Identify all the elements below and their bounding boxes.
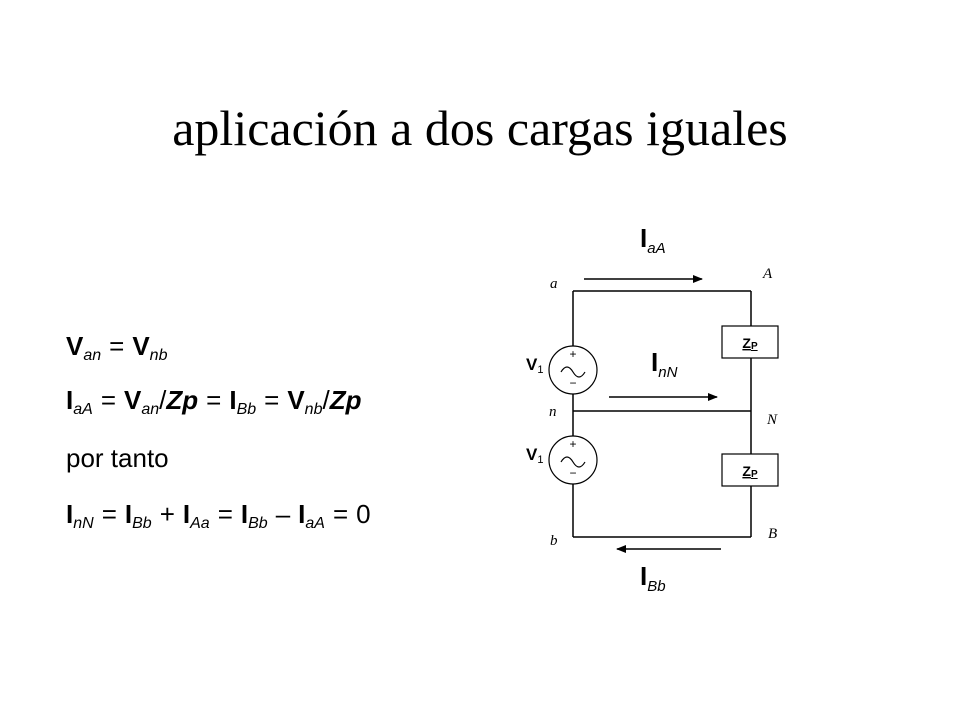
source-label-top: V1	[526, 355, 543, 376]
eq-symbol: I	[240, 499, 249, 529]
eq-symbol: I	[66, 385, 74, 415]
current-label-nN: InN	[651, 347, 678, 381]
eq-number: 0	[356, 499, 371, 529]
load-label: ZP	[742, 335, 758, 352]
node-label-A: A	[762, 266, 773, 282]
load-bottom: ZP	[721, 453, 779, 487]
current-label-Bb: IBb	[640, 561, 666, 595]
eq-subscript: Bb	[236, 401, 257, 418]
eq-subscript: Aa	[190, 515, 210, 532]
eq-operator: –	[275, 499, 291, 529]
voltage-source-bottom: + −	[548, 435, 598, 485]
equation-currents: IaA=Van/Zp=IBb=Vnb/Zp	[66, 380, 361, 420]
node-labels: a A n N b B	[549, 266, 778, 549]
node-label-B: B	[768, 526, 777, 542]
eq-subscript: Bb	[132, 515, 152, 532]
load-top: ZP	[721, 325, 779, 359]
ac-wave-icon	[560, 456, 586, 468]
eq-symbol: V	[287, 385, 305, 415]
eq-symbol: V	[66, 331, 84, 361]
slide-title: aplicación a dos cargas iguales	[172, 100, 788, 156]
voltage-source-top: + −	[548, 345, 598, 395]
source-plus: +	[569, 347, 576, 361]
source-minus: −	[569, 376, 576, 390]
eq-operator: =	[100, 385, 116, 415]
node-label-n: n	[549, 404, 557, 420]
load-label: ZP	[742, 463, 758, 480]
equation-por-tanto: por tanto	[66, 443, 169, 473]
equation-van-vnb: Van=Vnb	[66, 326, 167, 366]
eq-symbol: I	[298, 499, 306, 529]
eq-subscript: an	[141, 401, 160, 418]
eq-operator: /	[322, 385, 330, 415]
eq-symbol: I	[182, 499, 191, 529]
eq-symbol: Zp	[166, 385, 199, 415]
eq-subscript: nb	[149, 347, 168, 364]
node-label-N: N	[766, 412, 778, 428]
eq-operator: =	[332, 499, 349, 529]
source-circle	[548, 345, 598, 395]
eq-subscript: aA	[73, 401, 93, 418]
circuit-wires	[572, 290, 752, 538]
eq-symbol: I	[66, 499, 74, 529]
eq-subscript: Bb	[248, 515, 268, 532]
eq-symbol: I	[229, 385, 237, 415]
eq-operator: =	[101, 499, 117, 529]
eq-operator: =	[217, 499, 233, 529]
eq-symbol: V	[124, 385, 142, 415]
source-circle	[548, 435, 598, 485]
current-label-aA: IaA	[640, 223, 666, 257]
eq-operator: /	[159, 385, 167, 415]
eq-operator: =	[109, 331, 125, 361]
eq-subscript: nb	[304, 401, 323, 418]
equation-neutral-current: InN=IBb+IAa=IBb–IaA=0	[66, 494, 371, 534]
eq-symbol: Zp	[329, 385, 362, 415]
source-plus: +	[569, 437, 576, 451]
load-box	[721, 453, 779, 487]
eq-operator: =	[264, 385, 280, 415]
eq-symbol: V	[132, 331, 150, 361]
source-label-bottom: V1	[526, 445, 543, 466]
eq-operator: =	[206, 385, 222, 415]
node-label-a: a	[550, 276, 558, 292]
load-box	[721, 325, 779, 359]
eq-operator: +	[159, 499, 175, 529]
eq-symbol: I	[124, 499, 133, 529]
node-label-b: b	[550, 533, 558, 549]
eq-subscript: nN	[73, 515, 94, 532]
eq-subscript: an	[83, 347, 102, 364]
source-minus: −	[569, 466, 576, 480]
ac-wave-icon	[560, 366, 586, 378]
eq-subscript: aA	[305, 515, 325, 532]
